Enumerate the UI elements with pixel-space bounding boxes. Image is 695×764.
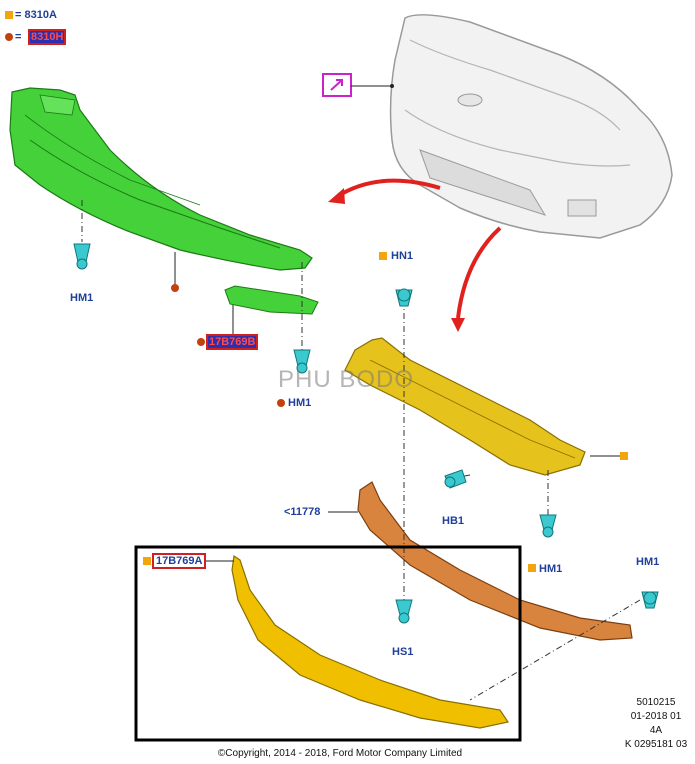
label-hs1: HS1 bbox=[392, 646, 414, 658]
marker-square-icon bbox=[379, 252, 387, 260]
copyright-notice: ©Copyright, 2014 - 2018, Ford Motor Comp… bbox=[217, 748, 463, 759]
doc-ref-line1: 5010215 bbox=[636, 697, 676, 708]
red-arrow-left bbox=[336, 178, 441, 198]
label-17b769b: 17B769B bbox=[205, 334, 259, 350]
legend-item-8310a: = 8310A bbox=[15, 9, 57, 21]
red-arrow-down bbox=[456, 226, 502, 319]
label-hn1: HN1 bbox=[391, 250, 414, 262]
legend-dot-icon bbox=[5, 33, 13, 41]
detail-frame bbox=[134, 545, 522, 742]
leader-lines bbox=[81, 200, 641, 701]
label-17b769a: 17B769A bbox=[151, 553, 207, 569]
marker-dot-icon bbox=[277, 399, 285, 407]
front-bumper-cover bbox=[389, 14, 673, 239]
label-hm1-left: HM1 bbox=[70, 292, 94, 304]
label-hm1-right: HM1 bbox=[539, 563, 563, 575]
legend-square-icon bbox=[5, 11, 13, 19]
watermark: PHU BODO bbox=[278, 366, 415, 393]
energy-absorber-yellow bbox=[344, 337, 586, 476]
marker-square-icon bbox=[143, 557, 151, 565]
fasteners bbox=[73, 243, 659, 624]
doc-ref-line2: 01-2018 01 bbox=[630, 711, 682, 722]
label-hm1-mid: HM1 bbox=[288, 397, 312, 409]
marker-dot-icon bbox=[171, 284, 179, 292]
deflector-strip-17b769a bbox=[231, 554, 509, 729]
doc-ref-line4: K 0295181 03 bbox=[624, 739, 688, 750]
label-hm1-far-right: HM1 bbox=[636, 556, 660, 568]
legend-item-prefix: = bbox=[15, 31, 22, 43]
view-arrow-icon bbox=[330, 79, 343, 91]
bracket-17b769b bbox=[224, 285, 319, 315]
marker-dot-icon bbox=[197, 338, 205, 346]
splash-shield-green bbox=[9, 87, 313, 271]
marker-square-icon bbox=[620, 452, 628, 460]
label-hb1: HB1 bbox=[442, 515, 465, 527]
legend-item-8310h: 8310H bbox=[27, 29, 67, 45]
label-11778: <11778 bbox=[284, 506, 321, 518]
marker-square-icon bbox=[528, 564, 536, 572]
doc-ref-line3: 4A bbox=[649, 725, 663, 736]
